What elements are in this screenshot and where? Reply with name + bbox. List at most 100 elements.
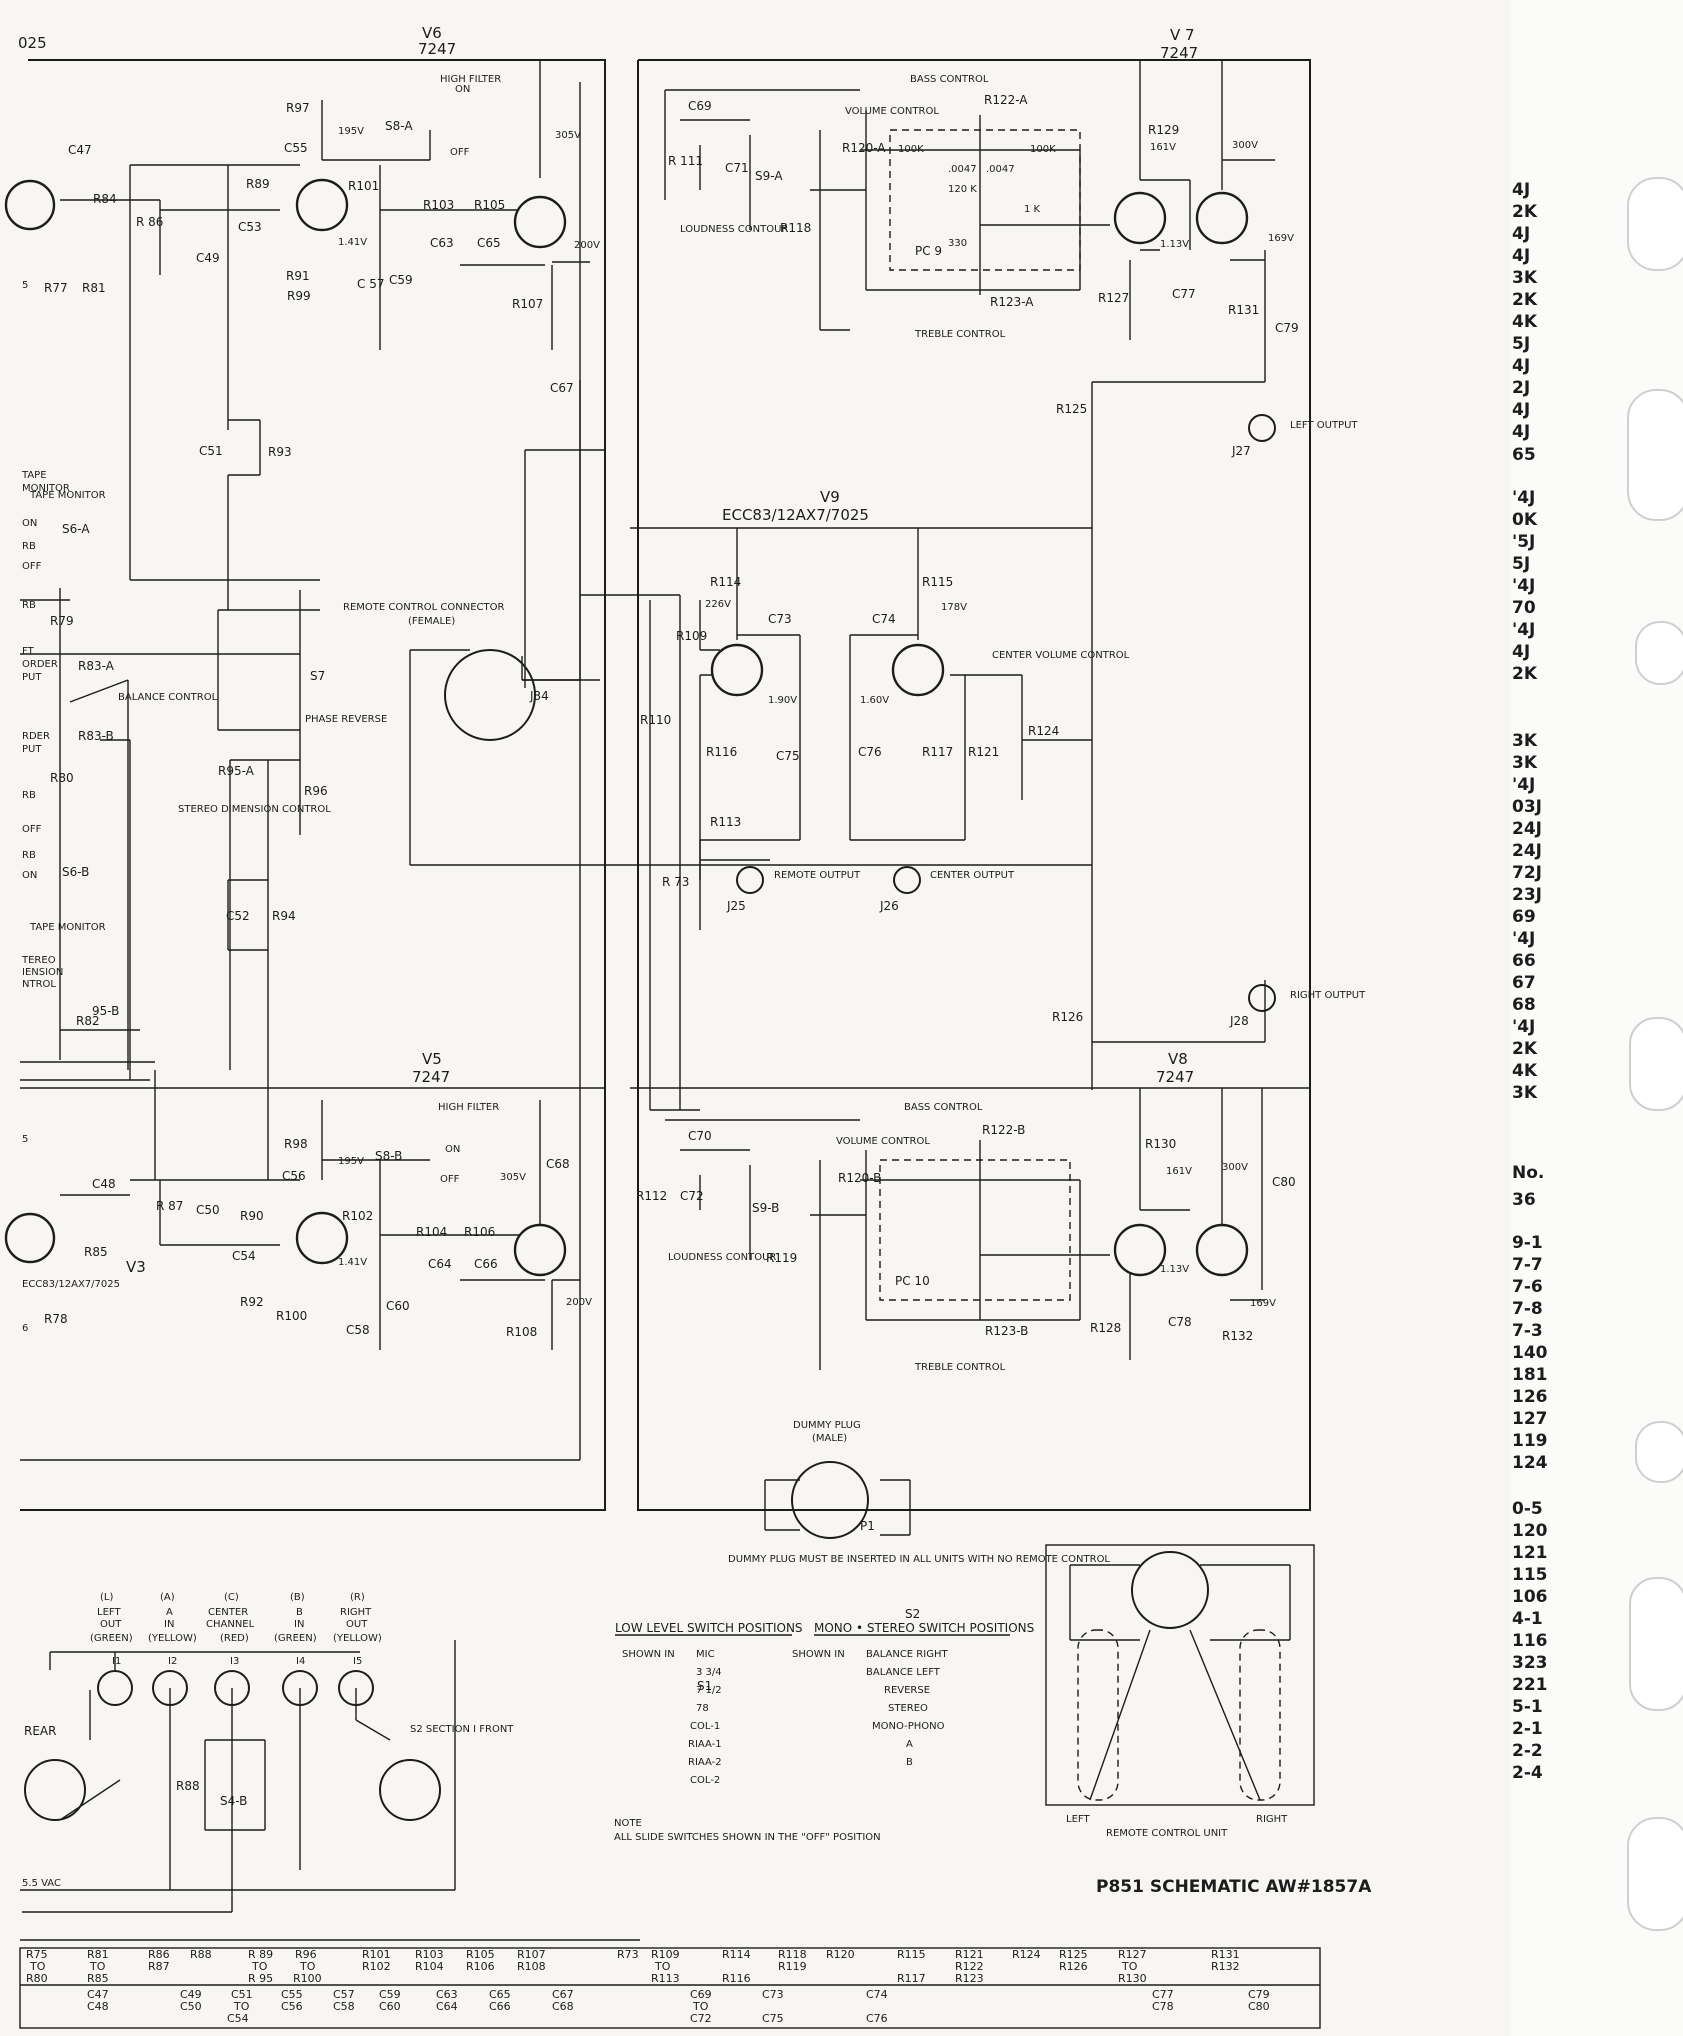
parts-column-entry: 5J <box>1512 554 1530 574</box>
voltage-label: 161V <box>1166 1166 1192 1177</box>
binder-hole-icon <box>1627 177 1683 271</box>
component-label: C80 <box>1272 1175 1296 1189</box>
component-label: C69 <box>688 99 712 113</box>
parts-column-entry: 106 <box>1512 1587 1548 1607</box>
left-output-label: LEFT OUTPUT <box>1290 420 1358 431</box>
s1-item: 7 1/2 <box>696 1685 722 1696</box>
component-label: C55 <box>284 141 308 155</box>
pc9-label: PC 9 <box>915 244 942 258</box>
v8-type: 7247 <box>1156 1068 1194 1086</box>
left-edge-fragment: RB <box>22 541 36 552</box>
component-label: R85 <box>84 1245 108 1259</box>
component-label: R84 <box>93 192 117 206</box>
jack-name2-label: OUT <box>100 1619 122 1630</box>
jack-top-label: (L) <box>100 1592 113 1603</box>
component-label: 100K <box>898 144 924 155</box>
stereo-dimension-control-label: STEREO DIMENSION CONTROL <box>178 804 331 815</box>
jack-name2-label: IN <box>294 1619 304 1630</box>
parts-table-cell: C51 <box>231 1988 253 2001</box>
component-label: C70 <box>688 1129 712 1143</box>
parts-column-entry: No. <box>1512 1163 1544 1183</box>
left-edge-fragments: TAPEMONITORONRBOFFRBFTORDERPUTRDERPUTRBO… <box>21 280 120 1334</box>
parts-column-entry: 5J <box>1512 334 1530 354</box>
voltage-label: 1.41V <box>338 1257 367 1268</box>
parts-table-cell: R85 <box>87 1972 109 1985</box>
v3-lower-partial-tube-icon <box>4 1212 56 1264</box>
parts-table-cell: TO <box>654 1960 671 1973</box>
s9b-label: S9-B <box>752 1201 779 1215</box>
jack-name-label: LEFT <box>97 1607 121 1618</box>
pc10-label: PC 10 <box>895 1274 930 1288</box>
parts-table-cell: R104 <box>415 1960 444 1973</box>
jack-id-label: I5 <box>353 1656 362 1667</box>
parts-column-entry: '4J <box>1512 1017 1535 1037</box>
v6-name: V6 <box>422 24 442 42</box>
right-output-label: RIGHT OUTPUT <box>1290 990 1366 1001</box>
component-label: R92 <box>240 1295 264 1309</box>
component-label: R128 <box>1090 1321 1121 1335</box>
component-label: R113 <box>710 815 741 829</box>
left-edge-fragment: 5 <box>22 1134 28 1145</box>
left-edge-fragment: ON <box>22 518 37 529</box>
parts-table-cell: R116 <box>722 1972 751 1985</box>
p1-label: P1 <box>860 1519 875 1533</box>
voltage-label: 200V <box>566 1297 592 1308</box>
binder-hole-icon <box>1629 1577 1683 1711</box>
binder-hole-icon <box>1627 1817 1683 1931</box>
parts-table-frame <box>19 1947 1321 2029</box>
component-label: R81 <box>82 281 106 295</box>
parts-column-entry: 5-1 <box>1512 1697 1543 1717</box>
component-label: R78 <box>44 1312 68 1326</box>
component-label: R102 <box>342 1209 373 1223</box>
parts-column-entry: 4K <box>1512 1061 1538 1081</box>
component-label: R90 <box>240 1209 264 1223</box>
dummy-plug-p1-icon <box>791 1461 869 1539</box>
parts-table-cell: C63 <box>436 1988 458 2001</box>
parts-table-cell: C75 <box>762 2012 784 2025</box>
jack-i5-icon <box>338 1670 374 1706</box>
parts-column-entry: 181 <box>1512 1365 1548 1385</box>
parts-column-entry: 70 <box>1512 598 1536 618</box>
parts-table-cell: TO <box>251 1960 268 1973</box>
parts-column-entry: 24J <box>1512 819 1542 839</box>
left-edge-fragment: IENSION <box>22 967 63 978</box>
component-label: R94 <box>272 909 296 923</box>
remote-connector-j34-icon <box>444 649 536 741</box>
component-label: C52 <box>226 909 250 923</box>
parts-column-entry: 0K <box>1512 510 1538 530</box>
j26-label: J26 <box>879 899 899 913</box>
s2-shown-in: SHOWN IN <box>792 1649 845 1660</box>
component-label: C67 <box>550 381 574 395</box>
parts-table-cell: R 95 <box>248 1972 273 1985</box>
s1-item: COL-2 <box>690 1775 720 1786</box>
parts-table-cell: R101 <box>362 1948 391 1961</box>
voltage-label: 305V <box>555 130 581 141</box>
parts-table-cell: C76 <box>866 2012 888 2025</box>
component-label: R118 <box>780 221 811 235</box>
left-edge-fragment: NTROL <box>22 979 56 990</box>
parts-table-cell: TO <box>692 2000 709 2013</box>
s2-item: STEREO <box>888 1703 928 1714</box>
left-output-jack-icon <box>1248 414 1276 442</box>
r88-label: R88 <box>176 1779 200 1793</box>
parts-table-cell: C79 <box>1248 1988 1270 2001</box>
rear-switch-s2-icon <box>24 1759 86 1821</box>
voltage-label: 300V <box>1222 1162 1248 1173</box>
parts-table-cell: R115 <box>897 1948 926 1961</box>
s1-title: LOW LEVEL SWITCH POSITIONS <box>615 1621 803 1635</box>
parts-column-entry: 124 <box>1512 1453 1548 1473</box>
tape-monitor-label: TAPE MONITOR <box>29 490 106 501</box>
left-edge-fragment: OFF <box>22 561 42 572</box>
volume-control-label: VOLUME CONTROL <box>845 106 939 117</box>
component-label: C59 <box>389 273 413 287</box>
component-label: C65 <box>477 236 501 250</box>
s1-item: RIAA-1 <box>688 1739 722 1750</box>
voltage-label: 1.90V <box>768 695 797 706</box>
parts-column-entry: 72J <box>1512 863 1542 883</box>
s1-item: 78 <box>696 1703 709 1714</box>
binder-hole-icon <box>1635 621 1683 685</box>
parts-column-entry: 3K <box>1512 1083 1538 1103</box>
jack-color-label: (GREEN) <box>274 1633 317 1644</box>
v9-type: ECC83/12AX7/7025 <box>722 506 869 524</box>
component-label: R126 <box>1052 1010 1083 1024</box>
